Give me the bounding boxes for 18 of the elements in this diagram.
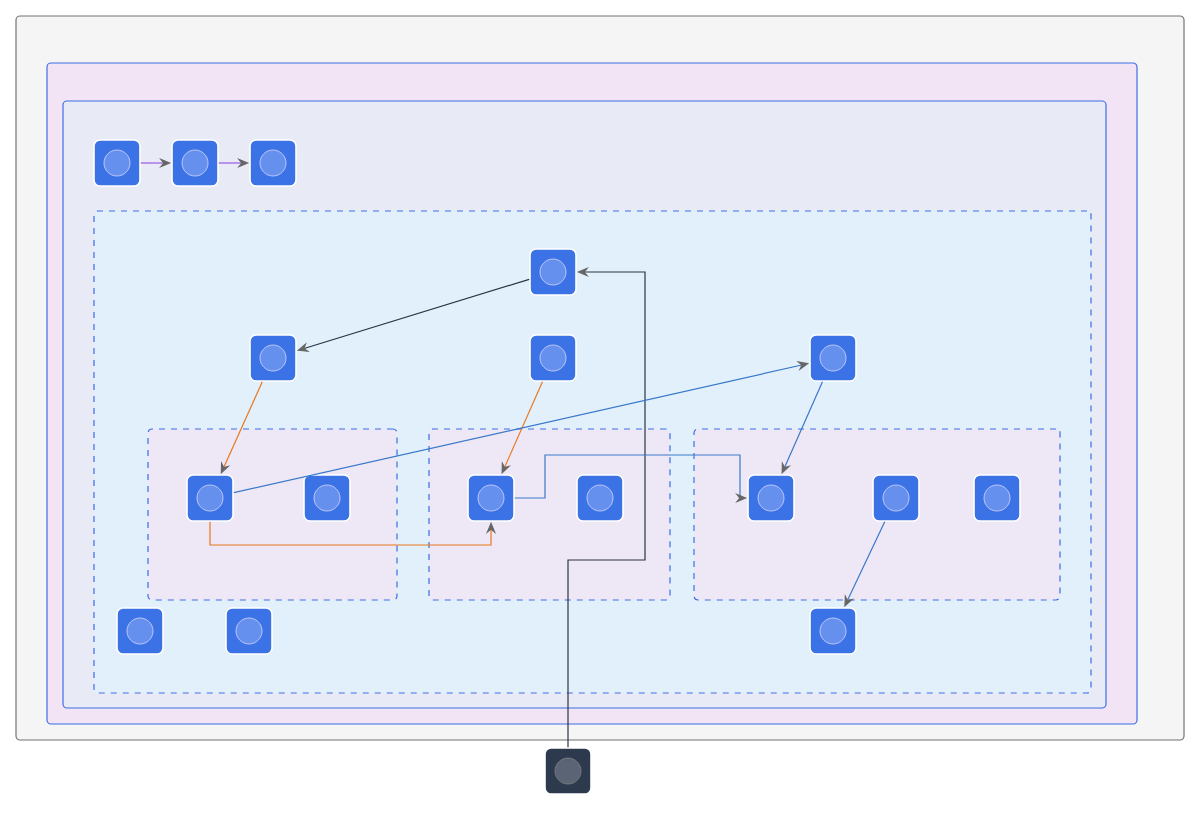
node-icon	[529, 248, 577, 296]
node-icon	[809, 607, 857, 655]
node-icon	[544, 747, 592, 795]
node-icon	[116, 607, 164, 655]
node-icon	[303, 474, 351, 522]
node-icon	[872, 474, 920, 522]
node-icon	[171, 139, 219, 187]
node-icon	[973, 474, 1021, 522]
node-icon	[225, 607, 273, 655]
node-icon	[809, 334, 857, 382]
node-icon	[186, 474, 234, 522]
node-icon	[93, 139, 141, 187]
node-icon	[576, 474, 624, 522]
node-icon	[747, 474, 795, 522]
node-icon	[529, 334, 577, 382]
node-icon	[467, 474, 515, 522]
node-icon	[249, 139, 297, 187]
node-icon	[249, 334, 297, 382]
